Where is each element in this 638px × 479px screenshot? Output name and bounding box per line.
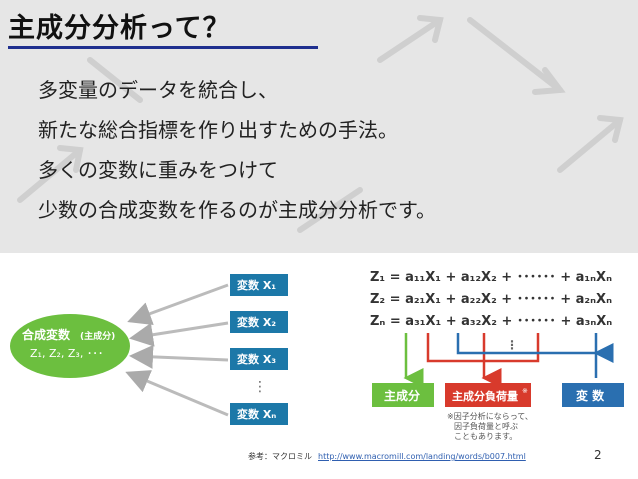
variable-box xyxy=(230,403,288,425)
variable-arrow xyxy=(456,333,596,378)
reference-link[interactable]: http://www.macromill.com/landing/words/b… xyxy=(318,452,526,461)
note-line: こともあります。 xyxy=(454,432,517,441)
page-number: 2 xyxy=(594,448,602,462)
variable-box xyxy=(230,348,288,370)
variable-label: 変数 Xₙ xyxy=(237,407,276,421)
equation-line: Z₂ = a₂₁X₁ + a₂₂X₂ + ･･････ + a₂ₙXₙ xyxy=(370,292,612,307)
label-pc: 主成分 xyxy=(384,388,420,403)
vertical-ellipsis: ⋮ xyxy=(506,338,518,352)
variable-label: 変数 X₂ xyxy=(237,315,276,329)
loading-note: ※因子分析にならって、 因子負荷量と呼ぶ こともあります。 xyxy=(447,411,533,441)
note-line: ※因子分析にならって、 xyxy=(447,411,533,421)
vertical-ellipsis: ⋮ xyxy=(253,379,267,395)
reference-prefix: 参考：マクロミル xyxy=(248,452,312,461)
equations: Z₁ = a₁₁X₁ + a₁₂X₂ + ･･････ + a₁ₙXₙ Z₂ =… xyxy=(370,270,612,352)
composite-ellipse xyxy=(10,314,130,378)
variable-arrows xyxy=(125,283,229,417)
label-var: 変 数 xyxy=(576,388,605,403)
ellipse-note: (主成分) xyxy=(80,330,115,342)
variable-label: 変数 X₁ xyxy=(237,278,276,292)
loading-arrows xyxy=(426,333,540,378)
variable-box xyxy=(230,311,288,333)
body-line: 少数の合成変数を作るのが主成分分析です。 xyxy=(38,198,436,222)
arrow-pattern-icon xyxy=(17,15,624,233)
body-line: 多変量のデータを統合し、 xyxy=(38,78,278,102)
variable-boxes: 変数 X₁ 変数 X₂ 変数 X₃ ⋮ 変数 Xₙ xyxy=(230,274,288,425)
body-line: 多くの変数に重みをつけて xyxy=(38,158,278,182)
variable-label: 変数 X₃ xyxy=(237,352,276,366)
body-line: 新たな総合指標を作り出すための手法。 xyxy=(38,118,398,142)
slide-body: 多変量のデータを統合し、 新たな総合指標を作り出すための手法。 多くの変数に重み… xyxy=(38,70,628,230)
title-underline xyxy=(8,46,318,49)
pca-figure: 合成変数 (主成分) Z₁, Z₂, Z₃, ･･･ 変数 X₁ 変数 X₂ 変… xyxy=(0,253,638,479)
pca-diagram: 合成変数 (主成分) Z₁, Z₂, Z₃, ･･･ 変数 X₁ 変数 X₂ 変… xyxy=(10,270,624,441)
label-var-box xyxy=(562,383,624,407)
slide-title: 主成分分析って？ xyxy=(8,13,231,44)
ellipse-title: 合成変数 xyxy=(22,327,71,342)
ellipse-sub: Z₁, Z₂, Z₃, ･･･ xyxy=(30,347,103,360)
variable-box xyxy=(230,274,288,296)
equation-line: Zₙ = a₃₁X₁ + a₃₂X₂ + ･･････ + a₃ₙXₙ xyxy=(370,314,612,329)
equation-line: Z₁ = a₁₁X₁ + a₁₂X₂ + ･･････ + a₁ₙXₙ xyxy=(370,270,612,285)
label-loading-mark: ※ xyxy=(522,387,528,395)
note-line: 因子負荷量と呼ぶ xyxy=(454,421,518,431)
label-pc-box xyxy=(372,383,434,407)
label-loading-box xyxy=(445,383,531,407)
reference-line: 参考：マクロミル http://www.macromill.com/landing… xyxy=(248,451,526,462)
label-loading: 主成分負荷量 xyxy=(452,389,518,403)
